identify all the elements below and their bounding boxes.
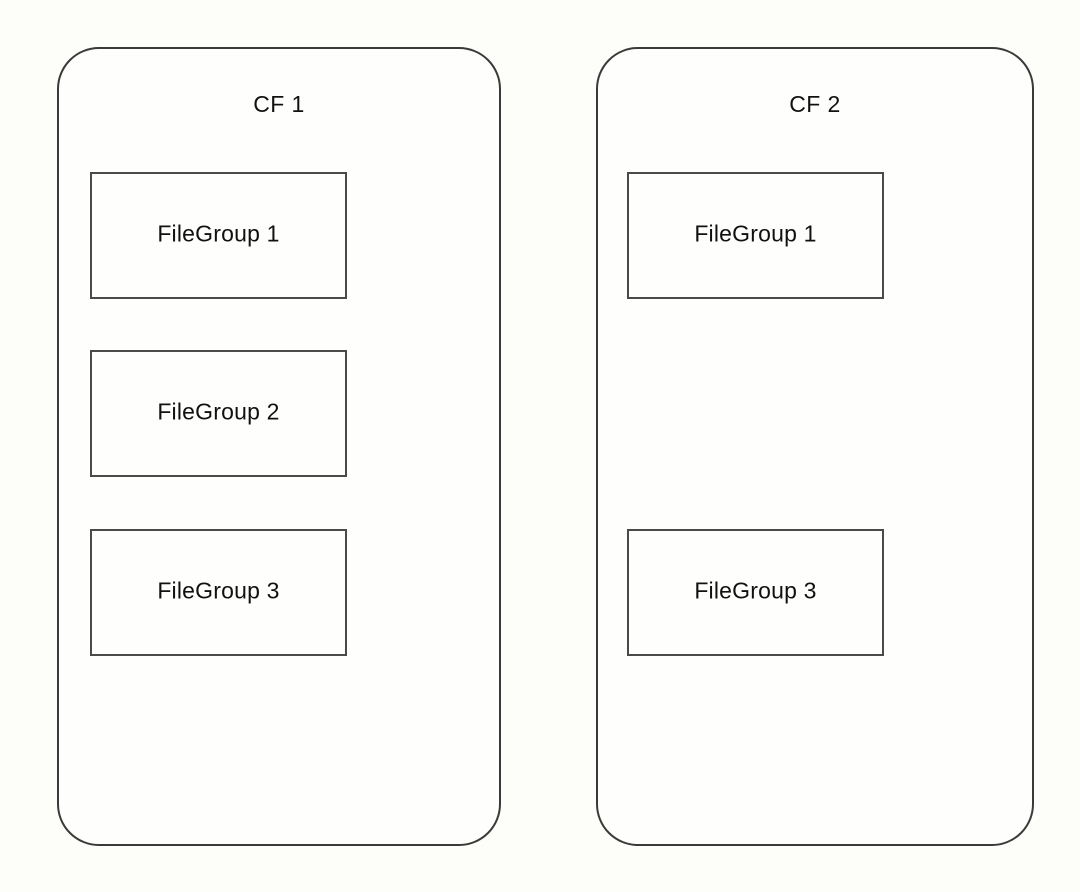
- container-cf-2[interactable]: CF 2 FileGroup 1 FileGroup 3: [596, 47, 1034, 846]
- filegroup-slot-cf1-row1[interactable]: FileGroup 1: [90, 172, 347, 299]
- filegroup-label-cf1-2: FileGroup 2: [157, 398, 280, 425]
- filegroup-box-cf2-3[interactable]: FileGroup 3: [627, 529, 884, 656]
- filegroup-label-cf2-1: FileGroup 1: [694, 220, 817, 247]
- filegroup-slot-cf2-row3[interactable]: FileGroup 3: [627, 529, 884, 656]
- container-title-cf-1: CF 1: [253, 91, 305, 117]
- filegroup-box-cf1-2[interactable]: FileGroup 2: [90, 350, 347, 477]
- filegroup-slot-cf1-row2[interactable]: FileGroup 2: [90, 350, 347, 477]
- filegroup-label-cf2-3: FileGroup 3: [694, 577, 817, 604]
- container-cf-1[interactable]: CF 1 FileGroup 1 FileGroup 2 FileGroup 3: [57, 47, 501, 846]
- filegroup-slot-cf2-row1[interactable]: FileGroup 1: [627, 172, 884, 299]
- container-title-cf-2: CF 2: [789, 91, 841, 117]
- filegroup-slot-cf1-row3[interactable]: FileGroup 3: [90, 529, 347, 656]
- filegroup-box-cf2-1[interactable]: FileGroup 1: [627, 172, 884, 299]
- filegroup-box-cf1-3[interactable]: FileGroup 3: [90, 529, 347, 656]
- filegroup-slot-cf2-row2-empty: [627, 350, 884, 477]
- filegroup-box-cf1-1[interactable]: FileGroup 1: [90, 172, 347, 299]
- filegroup-label-cf1-1: FileGroup 1: [157, 220, 280, 247]
- filegroup-label-cf1-3: FileGroup 3: [157, 577, 280, 604]
